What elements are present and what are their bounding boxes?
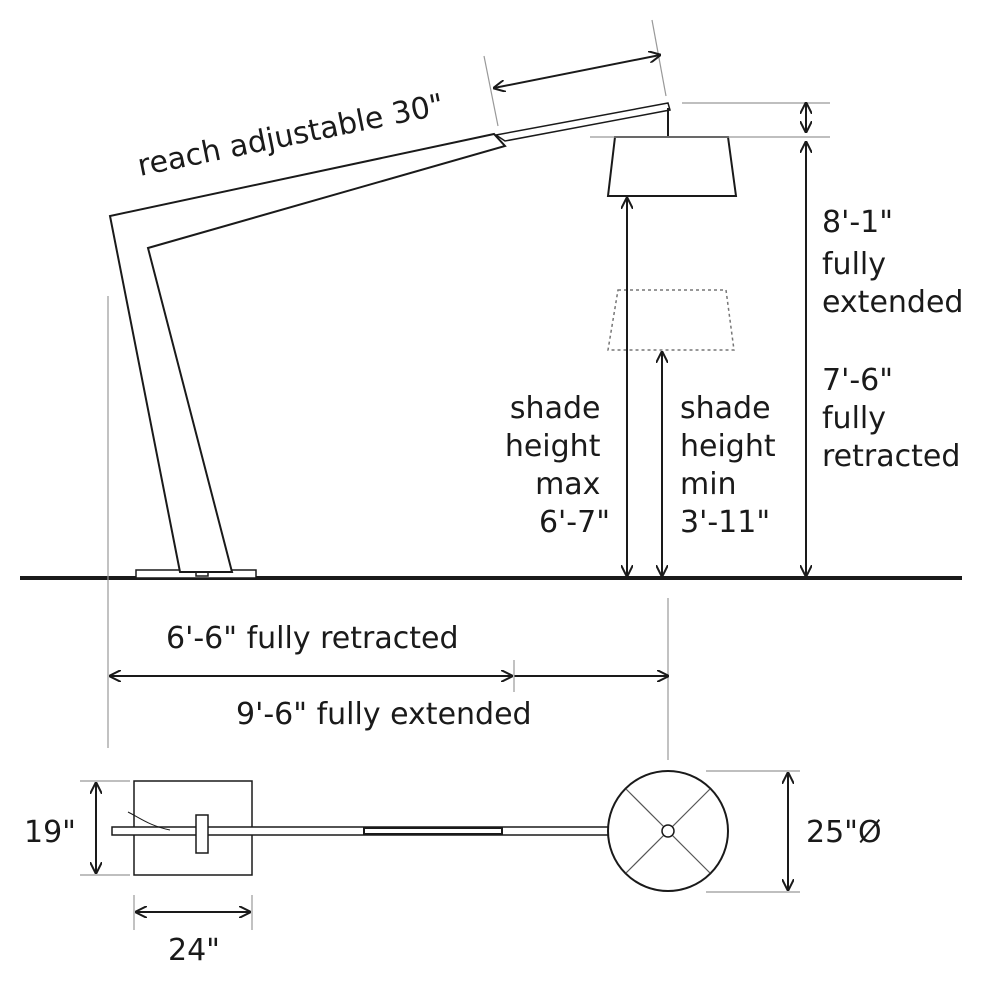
plan-cord	[127, 811, 171, 831]
shade-min-value: 3'-11"	[680, 505, 770, 540]
reach-ext-line-right	[651, 19, 667, 97]
shade-min-word3: min	[680, 467, 737, 502]
base-width-label: 24"	[168, 933, 220, 968]
reach-arrow	[494, 55, 660, 88]
shade-max-word3: max	[535, 467, 600, 502]
overall-extended-word1: fully	[822, 247, 886, 282]
plan-shade-hub	[661, 824, 675, 838]
shade-min-label: shade height min 3'-11"	[680, 391, 785, 540]
overall-extended-label: 8'-1" fully extended	[822, 205, 963, 320]
overall-retracted-value: 7'-6"	[822, 363, 893, 398]
shade-min-ghost	[607, 289, 735, 351]
overall-retracted-label: 7'-6" fully retracted	[822, 363, 960, 474]
shade-max-label: shade height max 6'-7"	[505, 391, 610, 540]
lamp-arm	[108, 132, 507, 573]
overall-retracted-word2: retracted	[822, 439, 960, 474]
shade-max	[606, 136, 738, 197]
shade-max-word2: height	[505, 429, 601, 464]
shade-min-word1: shade	[680, 391, 771, 426]
horiz-extended-label: 9'-6" fully extended	[236, 697, 532, 732]
shade-min-word2: height	[680, 429, 776, 464]
plan-arm-extension	[363, 827, 503, 835]
arm-extension	[494, 102, 671, 142]
shade-max-word1: shade	[510, 391, 601, 426]
shade-diameter-label: 25"Ø	[806, 815, 882, 850]
overall-retracted-word1: fully	[822, 401, 886, 436]
reach-ext-line-left	[483, 55, 499, 127]
base-depth-label: 19"	[24, 815, 76, 850]
overall-extended-word2: extended	[822, 285, 963, 320]
shade-max-value: 6'-7"	[539, 505, 610, 540]
overall-extended-value: 8'-1"	[822, 205, 893, 240]
horiz-retracted-label: 6'-6" fully retracted	[166, 621, 459, 656]
plan-post	[195, 814, 209, 854]
